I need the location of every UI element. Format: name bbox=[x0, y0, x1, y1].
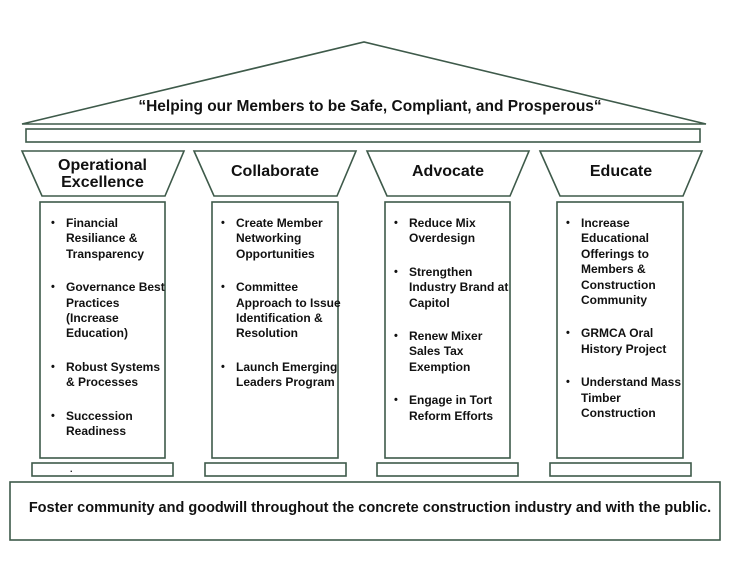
pillar-title-advocate: Advocate bbox=[411, 163, 485, 180]
list-item: Reduce Mix Overdesign bbox=[394, 216, 511, 247]
list-item: Financial Resiliance & Transparency bbox=[51, 216, 166, 262]
pillar-list-advocate: Reduce Mix Overdesign Strengthen Industr… bbox=[385, 216, 511, 442]
column-base-2 bbox=[204, 462, 347, 477]
pillar-list-educate: Increase Educational Offerings to Member… bbox=[557, 216, 685, 439]
foundation-box bbox=[9, 481, 721, 541]
list-item: GRMCA Oral History Project bbox=[566, 326, 685, 357]
pillar-list-collaborate: Create Member Networking Opportunities C… bbox=[212, 216, 341, 409]
list-item: Increase Educational Offerings to Member… bbox=[566, 216, 685, 308]
capital-2 bbox=[192, 150, 358, 197]
pillar-title-collaborate: Collaborate bbox=[230, 163, 319, 180]
column-base-3 bbox=[376, 462, 519, 477]
foundation-statement: Foster community and goodwill throughout… bbox=[28, 500, 712, 516]
list-item: Succession Readiness bbox=[51, 409, 166, 440]
list-item: Committee Approach to Issue Identificati… bbox=[221, 280, 341, 342]
pillar-title-operational-excellence: Operational Excellence bbox=[58, 157, 147, 191]
base-mark: . bbox=[70, 464, 73, 474]
list-item: Engage in Tort Reform Efforts bbox=[394, 393, 511, 424]
capital-4 bbox=[538, 150, 704, 197]
tagline: “Helping our Members to be Safe, Complia… bbox=[138, 98, 602, 115]
list-item: Robust Systems & Processes bbox=[51, 360, 166, 391]
list-item: Launch Emerging Leaders Program bbox=[221, 360, 341, 391]
capital-3 bbox=[365, 150, 531, 197]
capital-1 bbox=[20, 150, 186, 197]
column-base-1 bbox=[31, 462, 174, 477]
list-item: Renew Mixer Sales Tax Exemption bbox=[394, 329, 511, 375]
list-item: Understand Mass Timber Construction bbox=[566, 375, 685, 421]
pillar-title-educate: Educate bbox=[589, 163, 653, 180]
list-item: Governance Best Practices (Increase Educ… bbox=[51, 280, 166, 342]
list-item: Strengthen Industry Brand at Capitol bbox=[394, 265, 511, 311]
column-base-4 bbox=[549, 462, 692, 477]
list-item: Create Member Networking Opportunities bbox=[221, 216, 341, 262]
pillar-list-operational-excellence: Financial Resiliance & Transparency Gove… bbox=[42, 216, 166, 457]
roof bbox=[21, 41, 707, 125]
architrave bbox=[25, 128, 701, 143]
